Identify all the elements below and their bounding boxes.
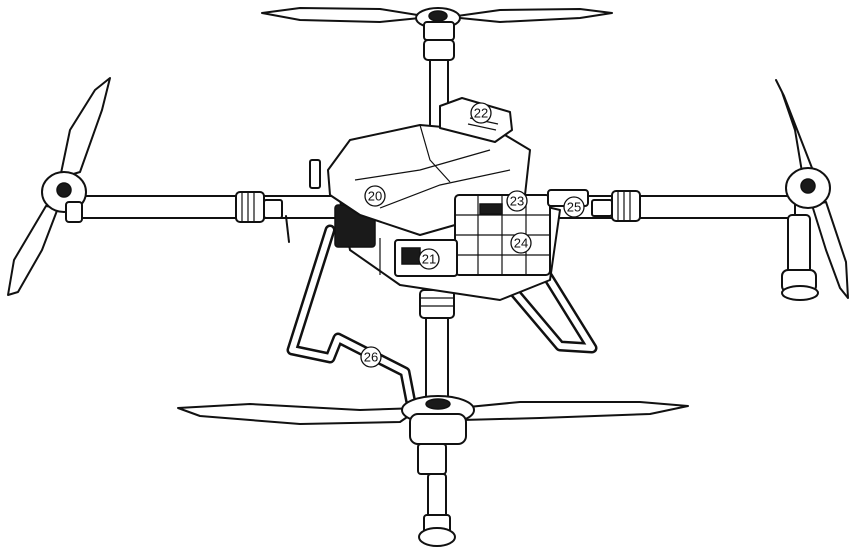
svg-text:20: 20	[368, 189, 382, 204]
bottom-propeller	[177, 395, 689, 547]
right-arm	[539, 190, 796, 222]
svg-text:21: 21	[422, 252, 436, 267]
callout-24: 24	[510, 232, 532, 254]
svg-text:26: 26	[364, 350, 378, 365]
right-propeller	[775, 79, 849, 301]
callout-23: 23	[506, 190, 528, 212]
left-arm	[77, 191, 344, 243]
svg-text:23: 23	[510, 194, 524, 209]
drone-body	[309, 97, 589, 301]
svg-text:25: 25	[567, 200, 581, 215]
callout-21: 21	[418, 248, 440, 270]
bottom-arm	[419, 289, 455, 411]
callout-25: 25	[563, 196, 585, 218]
top-propeller	[261, 7, 613, 41]
callout-22: 22	[470, 102, 492, 124]
callout-26: 26	[360, 346, 382, 368]
svg-text:24: 24	[514, 236, 528, 251]
svg-text:22: 22	[474, 106, 488, 121]
callout-20: 20	[364, 185, 386, 207]
left-propeller	[7, 77, 111, 296]
